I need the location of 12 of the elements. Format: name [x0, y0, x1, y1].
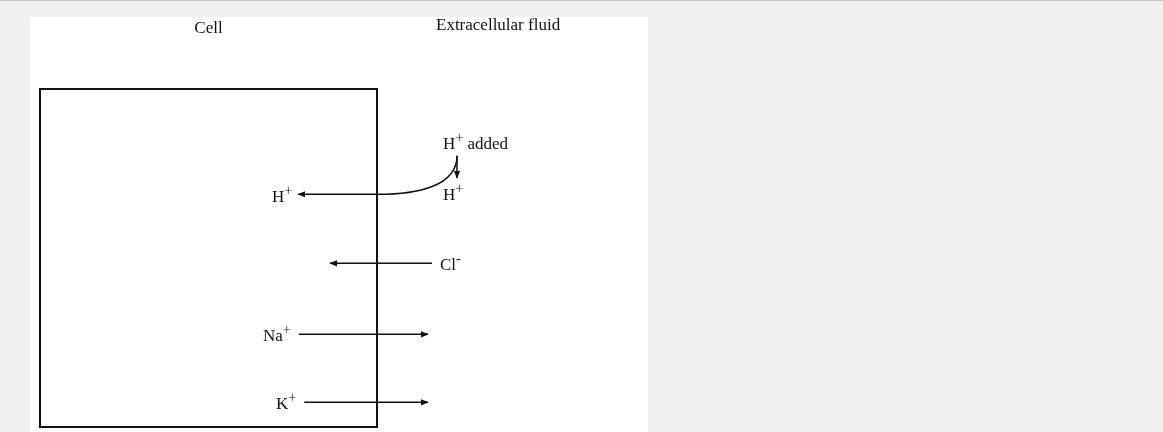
- ion-label: Cl$^{-}$: [440, 248, 461, 275]
- arrow: [329, 260, 433, 267]
- arrow: [298, 331, 429, 338]
- ion-label: H$^{+}$ added: [443, 127, 509, 154]
- region-heading: Cell: [193, 18, 224, 38]
- ion-label: Na$^{+}$: [263, 319, 291, 346]
- arrow: [453, 154, 461, 179]
- ion-label: H$^{+}$: [272, 180, 293, 207]
- ion-label: H$^{+}$: [443, 178, 464, 205]
- ion-label: K$^{+}$: [276, 387, 297, 414]
- arrow: [303, 399, 429, 406]
- region-label: Extracellular fluid: [436, 15, 561, 35]
